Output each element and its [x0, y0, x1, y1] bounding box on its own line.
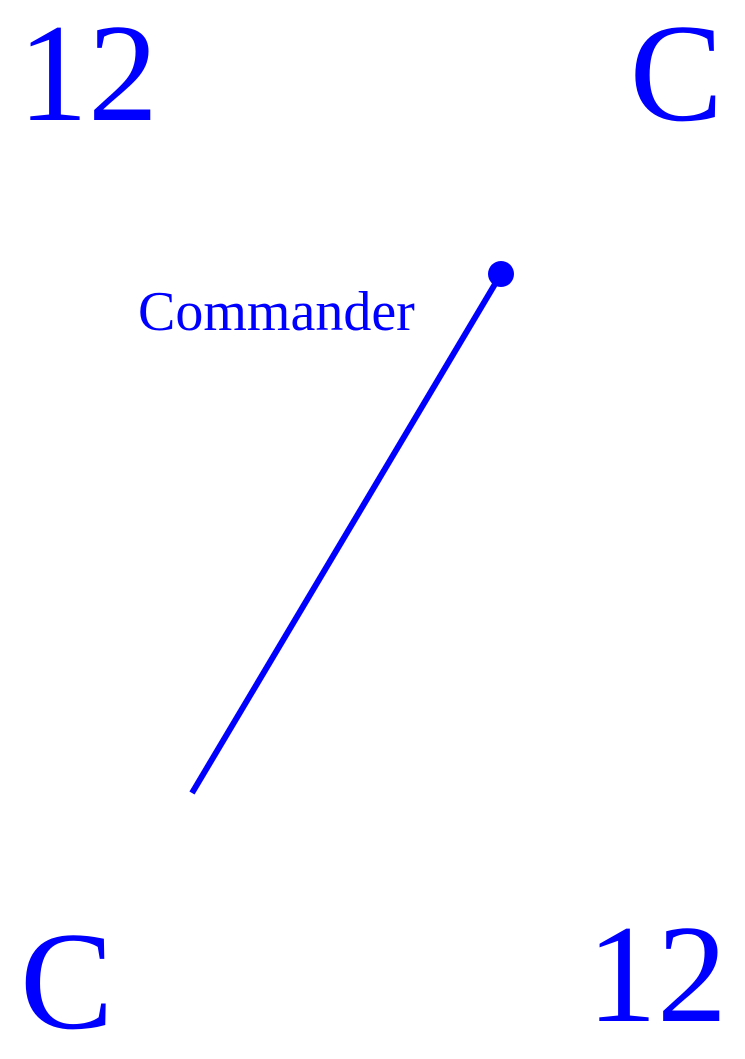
corner-rank-bottom-right: 12: [587, 897, 727, 1052]
corner-suit-bottom-left: C: [20, 904, 114, 1059]
pointer-line: [189, 272, 504, 795]
role-label: Commander: [138, 281, 415, 343]
pointer-dot: [488, 261, 514, 287]
corner-rank-top-left: 12: [18, 0, 158, 151]
corner-suit-top-right: C: [629, 0, 723, 151]
